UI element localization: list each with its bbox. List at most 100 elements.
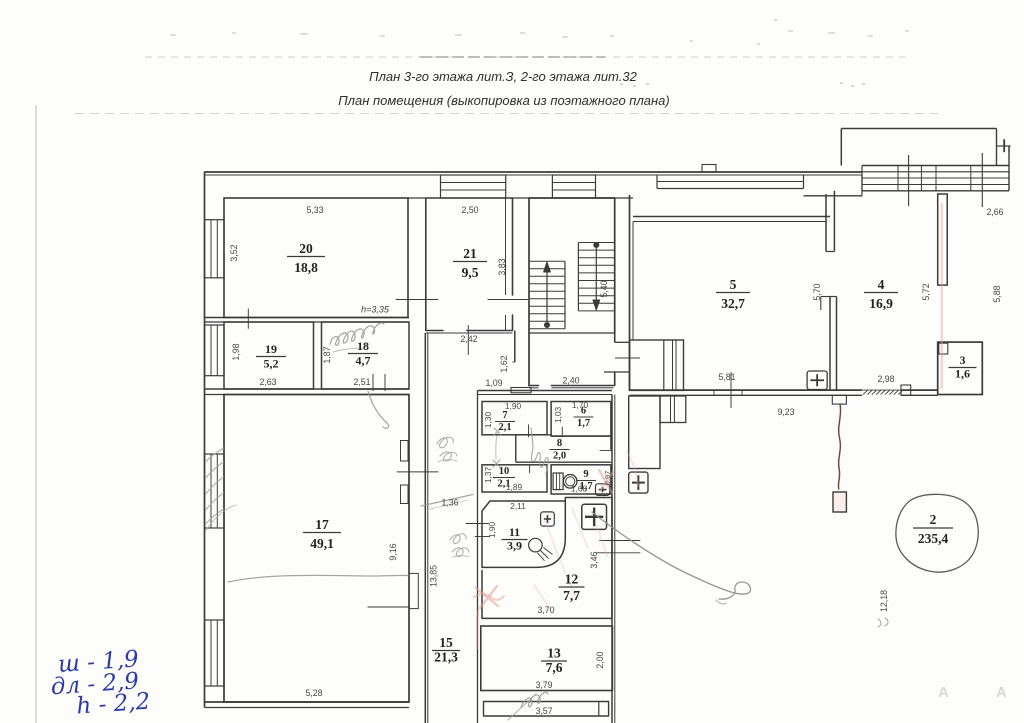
handwriting-line-2: дл - 2,9 xyxy=(50,668,140,700)
pink-x-corridor xyxy=(474,584,500,610)
window-room17-lower xyxy=(203,619,225,687)
handwriting-line-3: h - 2,2 xyxy=(76,689,151,720)
room-17-area: 49,1 xyxy=(310,536,334,551)
dim-label-10: 1,09 xyxy=(485,378,502,388)
hollow-wall-right xyxy=(936,193,948,286)
dim-label-23: 1,68 xyxy=(571,484,588,494)
room-4-number: 4 xyxy=(878,277,885,292)
room-4-area: 16,9 xyxy=(869,296,893,311)
dim-label-1: 3,52 xyxy=(229,244,239,261)
dim-label-31: 3,57 xyxy=(535,706,552,716)
stair-arrow-up xyxy=(543,261,551,329)
dim-label-19: 1,70 xyxy=(572,400,589,410)
dim-label-36: 5,70 xyxy=(812,283,822,300)
dim-label-20: 1,03 xyxy=(553,407,563,424)
room-label-13: 13 7,6 xyxy=(541,646,567,675)
room-10-area: 2,1 xyxy=(497,479,510,490)
room-label-20: 20 18,8 xyxy=(287,241,325,275)
title-line-2: План помещения (выкопировка из поэтажног… xyxy=(338,93,669,108)
pencil-strike-1-36 xyxy=(420,493,474,507)
dim-label-11: 2,40 xyxy=(562,376,579,386)
room-11-number: 11 xyxy=(509,525,520,539)
height-note: h=3,35 xyxy=(361,305,390,315)
room-20-area: 18,8 xyxy=(294,260,318,275)
dim-label-15: 5,28 xyxy=(305,688,322,698)
room-label-8: 8 2,0 xyxy=(549,438,570,462)
pencil-doodle-1 xyxy=(436,436,458,462)
pencil-scribble-room8 xyxy=(530,427,549,475)
room-7-walls xyxy=(481,400,548,436)
dim-label-6: 1,87 xyxy=(322,346,332,363)
room-17-walls xyxy=(223,393,410,703)
dim-label-13: 9,16 xyxy=(388,543,398,560)
room-5-number: 5 xyxy=(730,277,737,292)
vent-cross-room5 xyxy=(806,370,828,391)
room-18-area: 4,7 xyxy=(356,354,371,368)
threshold-hatch xyxy=(862,389,904,395)
room-15-number: 15 xyxy=(439,635,453,650)
porch-outline xyxy=(482,700,610,717)
room-3-walls xyxy=(936,341,984,396)
entry-lobby-box xyxy=(628,339,685,392)
room-18-number: 18 xyxy=(357,339,369,353)
room-7-area: 2,1 xyxy=(498,422,511,433)
dim-label-33: 9,23 xyxy=(777,407,794,417)
window-room19 xyxy=(203,324,225,377)
window-room20 xyxy=(203,219,225,279)
dim-label-37: 5,72 xyxy=(921,283,931,300)
room-13-number: 13 xyxy=(547,646,561,661)
pink-marker-marks xyxy=(472,202,944,650)
room-label-19: 19 5,2 xyxy=(256,342,286,371)
corner-watermark-2: А xyxy=(996,684,1007,701)
pencil-approx-mark xyxy=(877,617,889,628)
dim-label-17: 1,90 xyxy=(505,401,522,411)
walls xyxy=(203,127,1011,723)
dim-label-9: 1,62 xyxy=(499,355,509,372)
room-19-area: 5,2 xyxy=(264,357,279,371)
room-label-10: 10 2,1 xyxy=(493,466,515,490)
room-label-12: 12 7,7 xyxy=(558,572,585,603)
drawing-title: План 3-го этажа лит.З, 2-го этажа лит.32… xyxy=(338,69,669,108)
dim-label-12: 5,40 xyxy=(599,280,609,297)
pencil-arc-room17 xyxy=(227,574,409,583)
dim-label-28: 3,70 xyxy=(537,605,554,615)
room-8-number: 8 xyxy=(557,438,562,449)
room-15-area: 21,3 xyxy=(434,650,458,665)
handwriting-line-1: ш - 1,9 xyxy=(57,646,139,678)
room-2-number: 2 xyxy=(930,512,937,527)
pencil-scribble-room18 xyxy=(329,322,385,346)
scan-artifacts: А А xyxy=(35,19,1007,723)
room-20-number: 20 xyxy=(299,241,313,256)
dimension-labels: 5,33 3,52 2,50 3,83 1,98 2,63 1,87 2,51 … xyxy=(229,205,1004,716)
pencil-curve-yard xyxy=(591,511,752,600)
vent-cross-shaft xyxy=(581,503,608,531)
dim-label-22: 1,89 xyxy=(506,482,523,492)
pink-strokes-rooms11-12 xyxy=(532,506,609,614)
room-9-area: 1,7 xyxy=(579,481,592,492)
room-12-number: 12 xyxy=(565,572,579,587)
dim-label-7: 2,51 xyxy=(353,377,370,387)
room-20-walls xyxy=(223,197,409,319)
room-8-area: 2,0 xyxy=(553,451,566,462)
room-9-number: 9 xyxy=(583,469,588,480)
dim-label-30: 3,79 xyxy=(535,680,552,690)
room-18-walls xyxy=(320,321,410,390)
dim-label-27: 3,46 xyxy=(589,551,599,568)
room-3-area: 1,6 xyxy=(955,367,970,381)
pencil-annotations xyxy=(204,322,889,721)
room-11-walls xyxy=(481,500,567,569)
dim-label-32: 5,81 xyxy=(718,372,735,382)
corner-sink-room11 xyxy=(528,537,553,562)
staircase xyxy=(529,241,615,330)
wall-pilaster xyxy=(400,440,409,462)
dim-label-5: 2,63 xyxy=(259,377,276,387)
room-label-2-circled: 2 235,4 xyxy=(895,493,979,573)
dim-label-24: 0,97 xyxy=(603,471,612,486)
room-3-notch xyxy=(938,342,949,355)
room-7-number: 7 xyxy=(502,410,507,421)
wall-notch-below xyxy=(831,394,847,405)
room-label-11: 11 3,9 xyxy=(501,525,528,553)
room-label-3: 3 1,6 xyxy=(948,353,977,381)
room-21-number: 21 xyxy=(463,246,477,261)
room-labels: 20 18,8 21 9,5 19 5,2 18 4,7 17 49,1 5 3… xyxy=(256,241,979,675)
